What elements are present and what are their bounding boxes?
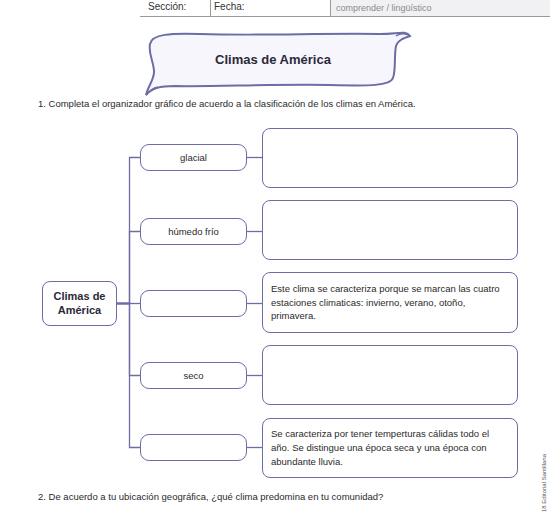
- category-box: seco: [140, 362, 247, 389]
- category-name: húmedo frío: [168, 226, 219, 237]
- category-box: húmedo frío: [140, 218, 247, 245]
- description-text: Se caracteriza por tener temperturas cál…: [271, 427, 509, 468]
- description-box: Se caracteriza por tener temperturas cál…: [262, 418, 518, 478]
- connector-line: [247, 231, 262, 232]
- diagram-title: Climas de América: [150, 52, 396, 67]
- description-box: [262, 128, 518, 188]
- banner-curl: [146, 87, 158, 95]
- category-name: glacial: [180, 152, 207, 163]
- description-text: Este clima se caracteriza porque se marc…: [271, 282, 509, 323]
- connector-line: [247, 375, 262, 376]
- header-line: [140, 16, 550, 17]
- category-box: [140, 290, 247, 317]
- connector-line: [117, 304, 140, 376]
- connector-line: [117, 232, 140, 304]
- publisher-note: 18 Editorial Santillana: [541, 422, 547, 512]
- field-label: Fecha:: [214, 1, 245, 12]
- header-line: [210, 0, 211, 16]
- header-line: [330, 0, 331, 16]
- header-cell: [330, 0, 550, 16]
- skill-tag: comprender / lingüístico: [336, 3, 432, 13]
- category-box: glacial: [140, 144, 247, 171]
- description-box: Este clima se caracteriza porque se marc…: [262, 272, 518, 333]
- connector-line: [247, 157, 262, 158]
- category-name: seco: [183, 370, 203, 381]
- title-banner: [146, 33, 410, 95]
- root-box: Climas de América: [42, 281, 117, 326]
- root-title: Climas de América: [49, 290, 110, 318]
- description-box: [262, 200, 518, 260]
- connector-line: [117, 304, 140, 448]
- field-label: Sección:: [148, 1, 186, 12]
- question-text: 2. De acuerdo a tu ubicación geográfica,…: [38, 491, 383, 502]
- connector-line: [247, 447, 262, 448]
- description-box: [262, 345, 518, 405]
- connector-line: [117, 158, 140, 304]
- question-text: 1. Completa el organizador gráfico de ac…: [38, 98, 416, 109]
- connector-line: [247, 303, 262, 304]
- category-box: [140, 434, 247, 461]
- banner-curl: [396, 34, 410, 36]
